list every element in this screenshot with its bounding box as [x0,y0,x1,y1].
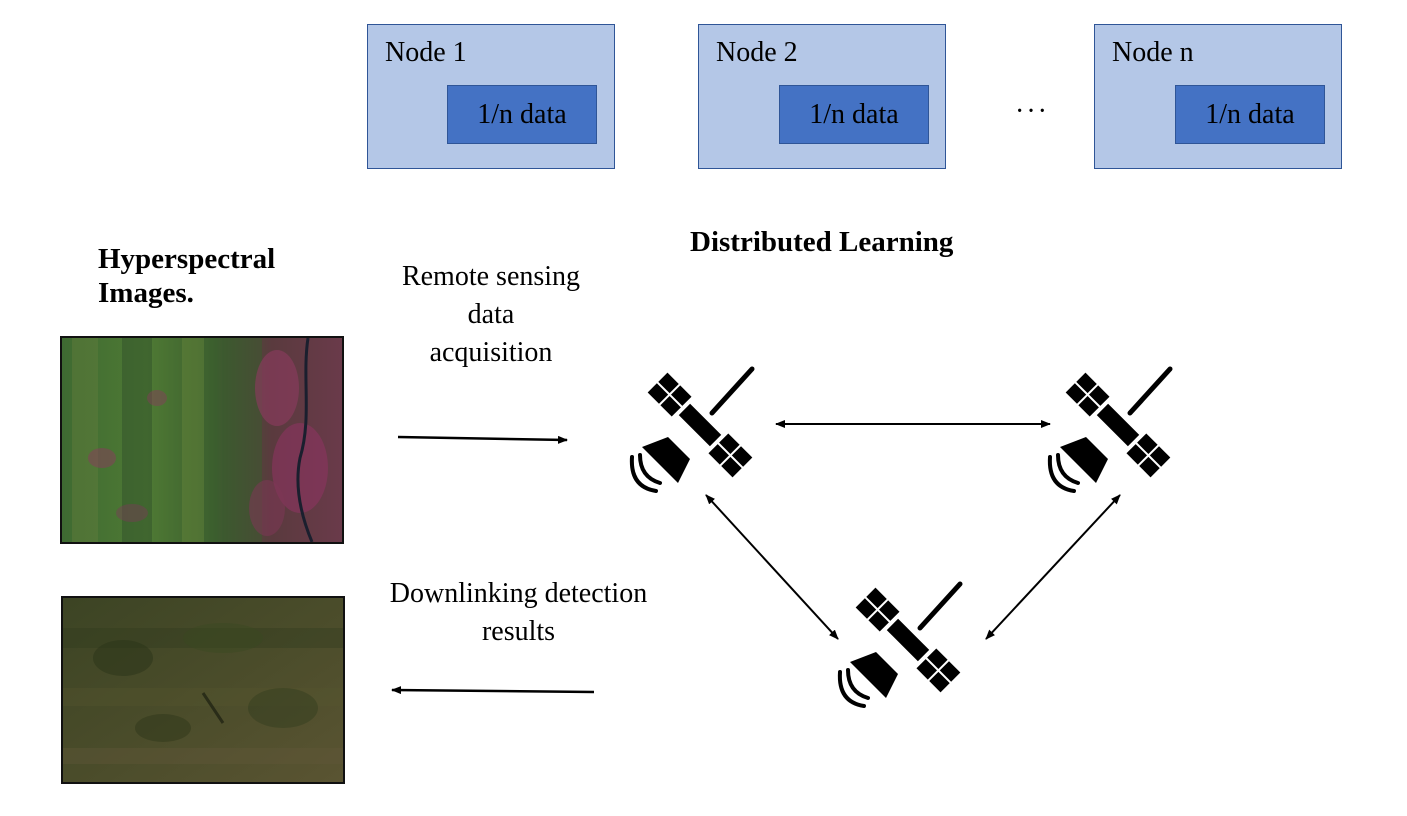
hyperspectral-image-graphic [62,338,342,542]
node-data-block: 1/n data [779,85,929,144]
node-data-block: 1/n data [1175,85,1325,144]
downlink-arrow [391,686,595,695]
hyperspectral-heading: Hyperspectral Images. [98,242,275,310]
satellite-icon [632,369,752,491]
satellite-icon [1050,369,1170,491]
hyperspectral-heading-line1: Hyperspectral [98,243,276,275]
detection-result-image-icon [61,596,345,784]
acquisition-label-line1: Remote sensing [401,261,581,292]
node-title: Node 1 [385,37,467,68]
acquisition-label-line2: data [467,299,515,330]
satellite-icon [840,584,960,706]
hyperspectral-image-icon [60,336,344,544]
hyperspectral-heading-line2: Images. [98,277,194,309]
acquisition-label-line3: acquisition [429,337,553,368]
link-sat2-sat3 [985,494,1121,640]
node-box-1: Node 1 1/n data [367,24,615,169]
node-title: Node 2 [716,37,798,68]
distributed-learning-heading: Distributed Learning [690,226,954,258]
downlink-label: Downlinking detection results [361,575,676,651]
nodes-ellipsis: ··· [1015,96,1049,127]
detection-result-image-graphic [63,598,343,782]
node-box-n: Node n 1/n data [1094,24,1342,169]
acquisition-label: Remote sensing data acquisition [381,258,601,372]
acquisition-arrow [397,435,568,444]
node-box-2: Node 2 1/n data [698,24,946,169]
downlink-label-line1: Downlinking detection [389,578,648,609]
link-sat1-sat3 [705,494,839,640]
node-data-block: 1/n data [447,85,597,144]
node-title: Node n [1112,37,1194,68]
downlink-label-line2: results [481,616,556,647]
